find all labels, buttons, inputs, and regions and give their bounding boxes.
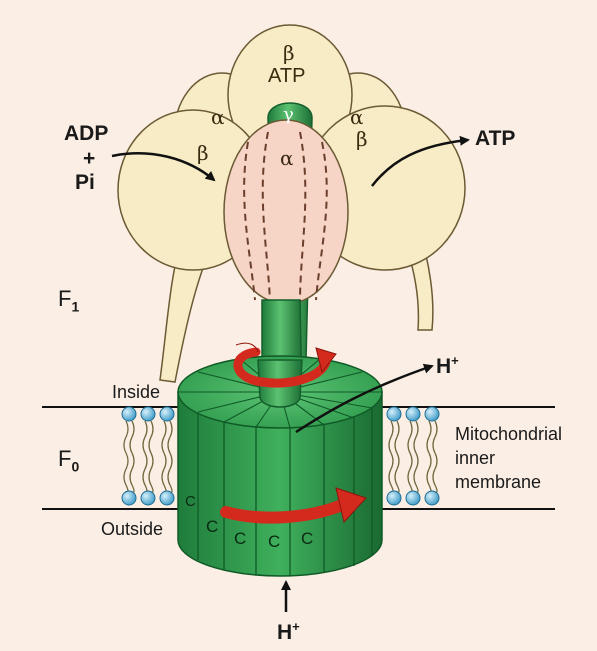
c-subunit-label: C xyxy=(301,530,313,547)
phospholipids-left xyxy=(122,407,174,505)
proton-top-label: H+ xyxy=(436,354,459,377)
membrane-name-line1: Mitochondrial xyxy=(455,425,562,443)
proton-bottom-label: H+ xyxy=(277,620,300,643)
proton-bottom-h: H xyxy=(277,621,292,644)
beta-top-atp-label: ATP xyxy=(268,66,305,86)
membrane-name-line2: inner xyxy=(455,449,495,467)
f1-letter: F xyxy=(58,286,71,311)
alpha-front-label: α xyxy=(280,148,294,168)
outside-label: Outside xyxy=(101,520,163,538)
f1-subscript: 1 xyxy=(71,298,79,314)
gamma-label: γ xyxy=(283,106,294,124)
phospholipids-right xyxy=(387,407,439,505)
c-subunit-label: C xyxy=(234,530,246,547)
c-subunit-label: C xyxy=(268,533,280,550)
proton-bottom-sup: + xyxy=(292,619,300,634)
c-subunit-label: C xyxy=(206,518,218,535)
pi-label: Pi xyxy=(75,172,95,193)
proton-top-sup: + xyxy=(451,353,459,368)
adp-label: ADP xyxy=(64,123,108,144)
plus-label: + xyxy=(83,148,95,169)
c-subunit-label: C xyxy=(185,494,196,509)
alpha-right-label: α xyxy=(350,107,364,127)
proton-top-h: H xyxy=(436,355,451,378)
beta-right-label: β xyxy=(356,129,368,149)
beta-top-label: β xyxy=(283,43,295,63)
beta-left-label: β xyxy=(197,143,209,163)
f0-label: F0 xyxy=(58,448,79,473)
membrane-name-line3: membrane xyxy=(455,473,541,491)
f1-label: F1 xyxy=(58,288,79,313)
atp-product-label: ATP xyxy=(475,128,515,149)
f0-letter: F xyxy=(58,446,71,471)
alpha-left-label: α xyxy=(211,107,225,127)
f0-subscript: 0 xyxy=(71,458,79,474)
inside-label: Inside xyxy=(112,383,160,401)
